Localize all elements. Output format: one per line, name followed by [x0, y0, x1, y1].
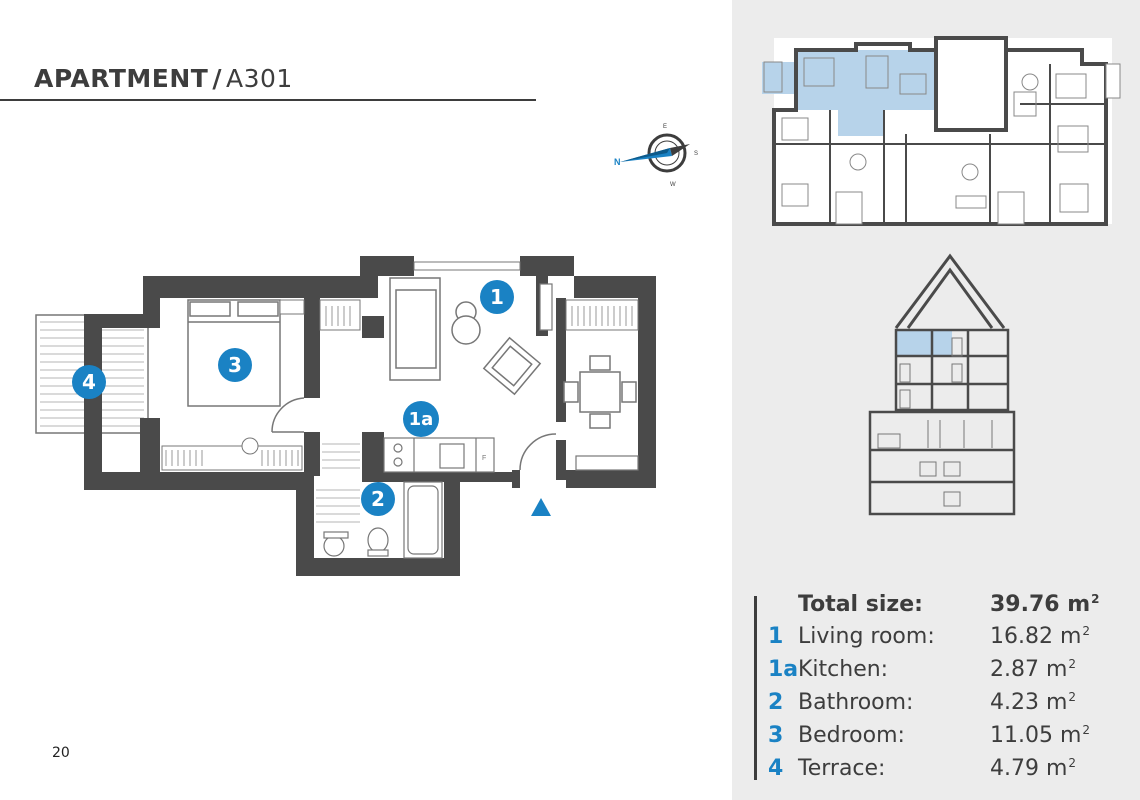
compass-n-label: N [614, 157, 621, 167]
area-row-label: Terrace: [798, 756, 886, 781]
building-details [877, 337, 993, 507]
dining-table [563, 355, 637, 429]
floor-key-walls [772, 36, 1108, 226]
plan-label-bathroom: 2 [361, 482, 395, 516]
hall-wardrobe [319, 299, 361, 331]
area-row-living-room: 1 Living room: 16.82 m2 [768, 624, 1138, 657]
floor-key-terraces [763, 61, 1121, 225]
area-row-number: 1 [768, 624, 784, 649]
area-row-label: Kitchen: [798, 657, 889, 682]
entrance-arrow-icon [531, 498, 551, 516]
compass-w-label: W [670, 182, 676, 188]
building-roof [894, 253, 1006, 329]
area-row-kitchen: 1a Kitchen: 2.87 m2 [768, 657, 1138, 690]
area-total-row: Total size: 39.76 m2 [768, 592, 1138, 625]
compass-s-label: S [694, 151, 698, 157]
sofa [389, 277, 441, 381]
area-row-number: 3 [768, 723, 784, 748]
plan-label-kitchen: 1a [403, 401, 439, 437]
building-section [868, 253, 1016, 516]
area-row-value: 16.82 m2 [990, 624, 1091, 649]
highlighted-unit [896, 330, 952, 356]
plan-label-terrace: 4 [72, 365, 106, 399]
dining-wardrobe [565, 299, 639, 331]
area-row-value: 2.87 m2 [990, 657, 1077, 682]
title-separator: / [212, 64, 222, 93]
area-row-number: 4 [768, 756, 784, 781]
title-underline [0, 99, 536, 101]
armchair [482, 336, 542, 396]
area-row-label: Living room: [798, 624, 935, 649]
area-row-value: 4.23 m2 [990, 690, 1077, 715]
area-total-value: 39.76 m2 [990, 592, 1100, 617]
area-row-bedroom: 3 Bedroom: 11.05 m2 [768, 723, 1138, 756]
area-row-label: Bathroom: [798, 690, 914, 715]
title-unit-code: A301 [225, 64, 293, 93]
area-row-number: 1a [768, 657, 799, 682]
plan-label-living-room: 1 [480, 280, 514, 314]
page-number: 20 [52, 745, 70, 761]
plan-label-bedroom: 3 [218, 348, 252, 382]
bathroom-fixtures [323, 481, 443, 559]
bedroom-wardrobe [161, 437, 303, 471]
area-row-terrace: 4 Terrace: 4.79 m2 [768, 756, 1138, 789]
kitchen-counter [383, 437, 495, 473]
area-summary-bar [754, 596, 757, 780]
coffee-table [451, 301, 481, 345]
compass-icon: N E S W [614, 124, 698, 188]
area-row-label: Bedroom: [798, 723, 905, 748]
compass-e-label: E [663, 124, 667, 130]
area-row-value: 11.05 m2 [990, 723, 1091, 748]
area-total-label: Total size: [798, 592, 923, 617]
area-row-number: 2 [768, 690, 784, 715]
floor-plan: F [35, 256, 656, 576]
walls [84, 256, 656, 576]
floor-key-partitions [774, 64, 1106, 224]
page-title: APARTMENT/A301 [34, 64, 293, 93]
area-row-bathroom: 2 Bathroom: 4.23 m2 [768, 690, 1138, 723]
area-row-value: 4.79 m2 [990, 756, 1077, 781]
floor-key-furniture [781, 55, 1089, 213]
title-apartment-word: APARTMENT [34, 64, 209, 93]
fridge-label: F [482, 455, 486, 462]
bathroom-tiles [316, 443, 360, 523]
floor-key-plan [762, 36, 1121, 226]
